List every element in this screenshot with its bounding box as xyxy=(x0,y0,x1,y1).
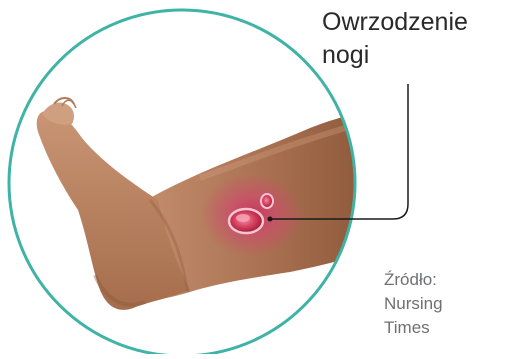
ulcer-label: Owrzodzenie nogi xyxy=(322,6,507,72)
source-line1: Źródło: xyxy=(384,268,443,292)
ulcer-label-line2: nogi xyxy=(322,39,507,72)
source-line3: Times xyxy=(384,316,443,340)
source-line2: Nursing xyxy=(384,292,443,316)
leg-group xyxy=(37,98,380,310)
small-ulcer xyxy=(261,194,273,208)
leader-dot xyxy=(268,217,273,222)
source-credit: Źródło: Nursing Times xyxy=(384,268,443,340)
ulcer-label-line1: Owrzodzenie xyxy=(322,6,507,39)
